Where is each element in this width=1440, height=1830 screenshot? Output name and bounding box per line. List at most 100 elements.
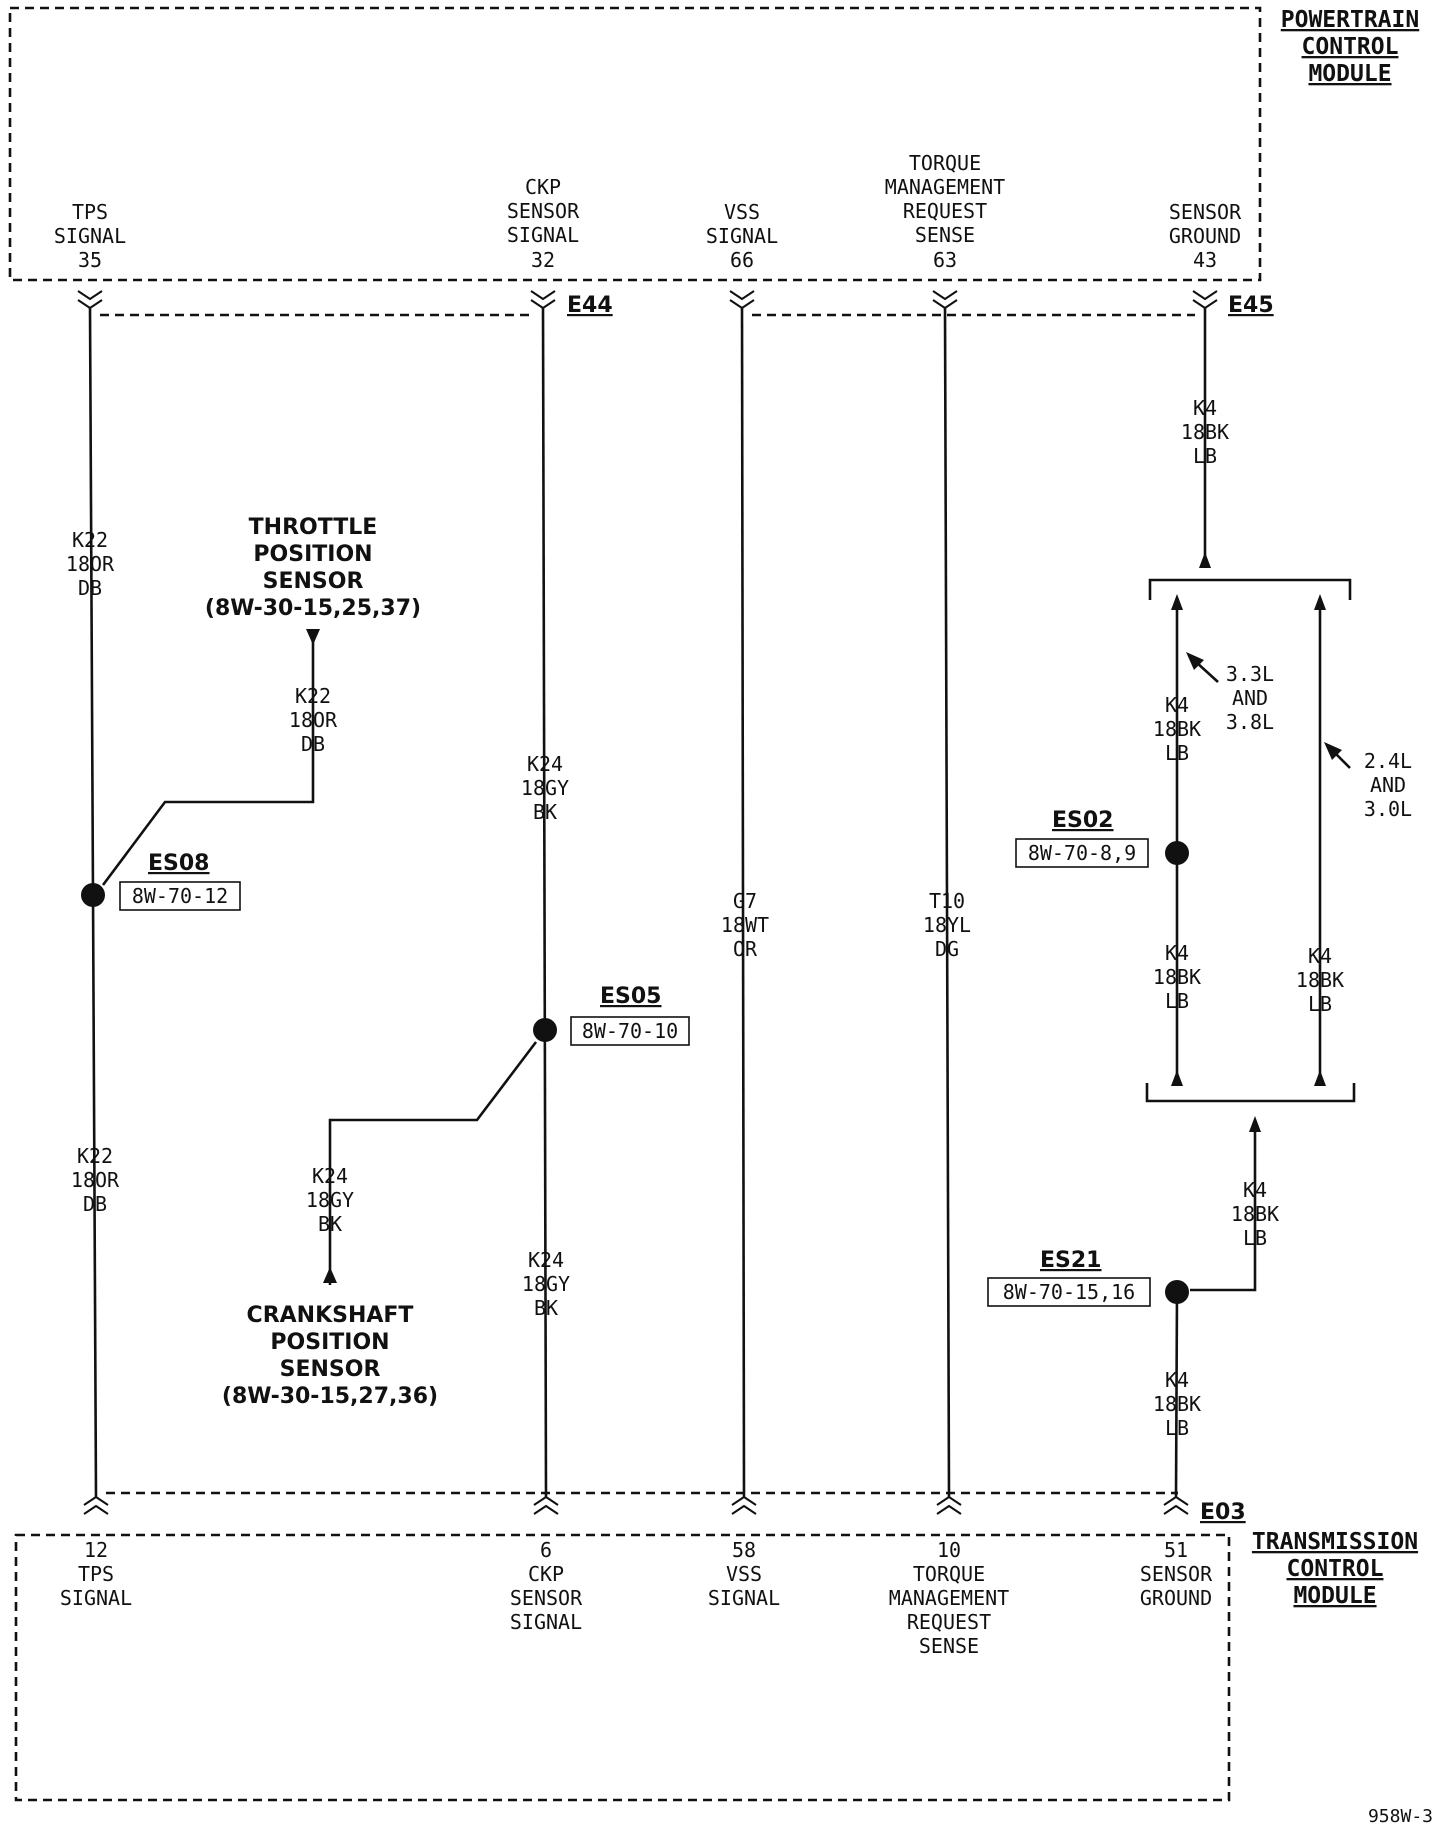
svg-text:63: 63	[933, 248, 957, 272]
svg-text:T10: T10	[929, 889, 965, 913]
svg-text:MODULE: MODULE	[1308, 61, 1391, 87]
wire-k4-mid	[1190, 1125, 1257, 1292]
svg-text:POSITION: POSITION	[253, 542, 372, 567]
tcm-connector-terminals	[83, 1495, 1189, 1515]
svg-text:(8W-30-15,27,36): (8W-30-15,27,36)	[222, 1384, 438, 1409]
svg-text:58: 58	[732, 1538, 756, 1562]
wire-label-k4-left-upper: K4 18BK LB	[1153, 693, 1201, 765]
pcm-pin-vss: VSS SIGNAL 66	[706, 200, 778, 272]
svg-text:MANAGEMENT: MANAGEMENT	[885, 175, 1005, 199]
svg-text:BK: BK	[534, 1296, 558, 1320]
svg-text:SENSE: SENSE	[915, 223, 975, 247]
k4-right-arrow-lower	[1314, 1070, 1326, 1086]
svg-text:18GY: 18GY	[522, 1272, 570, 1296]
svg-text:TPS: TPS	[72, 200, 108, 224]
tcm-box	[14, 1533, 1231, 1802]
svg-text:TRANSMISSION: TRANSMISSION	[1252, 1529, 1418, 1555]
engine-3-3l-pointer	[1195, 661, 1219, 683]
component-throttle-position-sensor: THROTTLE POSITION SENSOR (8W-30-15,25,37…	[205, 515, 421, 621]
wire-label-k22-b: K22 18OR DB	[71, 1144, 120, 1216]
wire-label-k22-tps: K22 18OR DB	[289, 684, 338, 756]
svg-text:LB: LB	[1308, 992, 1332, 1016]
svg-text:51: 51	[1164, 1538, 1188, 1562]
svg-text:SIGNAL: SIGNAL	[54, 224, 126, 248]
svg-text:18BK: 18BK	[1296, 968, 1344, 992]
svg-text:SENSOR: SENSOR	[263, 569, 364, 594]
svg-text:2.4L: 2.4L	[1364, 749, 1412, 773]
svg-text:SIGNAL: SIGNAL	[507, 223, 579, 247]
svg-text:SIGNAL: SIGNAL	[60, 1586, 132, 1610]
svg-text:35: 35	[78, 248, 102, 272]
svg-text:LB: LB	[1165, 989, 1189, 1013]
svg-text:K22: K22	[72, 528, 108, 552]
pcm-pin-ckp: CKP SENSOR SIGNAL 32	[507, 175, 580, 272]
svg-text:SENSOR: SENSOR	[510, 1586, 583, 1610]
svg-text:LB: LB	[1165, 741, 1189, 765]
svg-text:DB: DB	[83, 1192, 107, 1216]
diagram-code: 958W-3	[1368, 1806, 1433, 1827]
svg-text:GROUND: GROUND	[1140, 1586, 1212, 1610]
wire-label-g7: G7 18WT OR	[721, 889, 769, 961]
svg-text:K24: K24	[312, 1164, 348, 1188]
svg-text:MANAGEMENT: MANAGEMENT	[889, 1586, 1009, 1610]
svg-text:18BK: 18BK	[1153, 1392, 1201, 1416]
svg-text:SENSOR: SENSOR	[507, 199, 580, 223]
k4-left-arrow-up	[1171, 594, 1183, 610]
svg-text:3.3L: 3.3L	[1226, 662, 1274, 686]
svg-text:K22: K22	[295, 684, 331, 708]
svg-text:TORQUE: TORQUE	[909, 151, 981, 175]
tcm-pin-vss: 58 VSS SIGNAL	[708, 1538, 780, 1610]
svg-text:POWERTRAIN: POWERTRAIN	[1281, 7, 1419, 33]
splice-es02-name: ES02	[1052, 808, 1114, 833]
splice-es08-name: ES08	[148, 851, 210, 876]
svg-text:THROTTLE: THROTTLE	[249, 515, 378, 540]
pcm-pin-tps: TPS SIGNAL 35	[54, 200, 126, 272]
svg-text:18OR: 18OR	[66, 552, 115, 576]
wire-t10	[943, 307, 951, 1498]
svg-text:CRANKSHAFT: CRANKSHAFT	[247, 1303, 414, 1328]
svg-text:DB: DB	[78, 576, 102, 600]
svg-text:3.8L: 3.8L	[1226, 710, 1274, 734]
svg-text:CONTROL: CONTROL	[1302, 34, 1399, 60]
engine-label-2-4l-3-0l: 2.4L AND 3.0L	[1364, 749, 1412, 821]
svg-text:K4: K4	[1165, 1368, 1189, 1392]
pcm-box	[8, 6, 1262, 282]
wire-g7	[740, 307, 746, 1498]
svg-text:SIGNAL: SIGNAL	[706, 224, 778, 248]
svg-text:18YL: 18YL	[923, 913, 971, 937]
splice-es05-dot	[533, 1018, 557, 1042]
svg-text:12: 12	[84, 1538, 108, 1562]
svg-text:AND: AND	[1232, 686, 1268, 710]
k4-top-arrow	[1199, 552, 1211, 568]
splice-es02-ref-box	[1015, 838, 1149, 868]
splice-es08-ref-box	[119, 881, 241, 911]
splice-es02-dot	[1165, 841, 1189, 865]
tps-arrow	[306, 629, 320, 645]
svg-text:OR: OR	[733, 937, 758, 961]
svg-text:18BK: 18BK	[1153, 717, 1201, 741]
svg-text:BK: BK	[533, 800, 557, 824]
splice-es21-dot	[1165, 1280, 1189, 1304]
svg-text:18WT: 18WT	[721, 913, 769, 937]
svg-text:SENSOR: SENSOR	[1140, 1562, 1213, 1586]
component-crankshaft-position-sensor: CRANKSHAFT POSITION SENSOR (8W-30-15,27,…	[222, 1303, 438, 1409]
wire-k24	[541, 307, 548, 1498]
svg-text:(8W-30-15,25,37): (8W-30-15,25,37)	[205, 596, 421, 621]
svg-text:LB: LB	[1165, 1416, 1189, 1440]
wire-k4-bottom	[1174, 1291, 1179, 1498]
svg-text:18GY: 18GY	[521, 776, 569, 800]
ckp-arrow	[323, 1267, 337, 1283]
connector-e45-label: E45	[1228, 293, 1274, 318]
svg-text:REQUEST: REQUEST	[907, 1610, 991, 1634]
splice-es08-ref: 8W-70-12	[132, 884, 228, 908]
splice-es21-ref: 8W-70-15,16	[1003, 1280, 1135, 1304]
svg-text:SIGNAL: SIGNAL	[708, 1586, 780, 1610]
svg-text:K4: K4	[1308, 944, 1332, 968]
pcm-title: POWERTRAIN CONTROL MODULE	[1281, 7, 1419, 87]
splice-es08-dot	[81, 883, 105, 907]
svg-text:K4: K4	[1165, 941, 1189, 965]
k4-left-arrow-lower	[1171, 1070, 1183, 1086]
bracket-upper	[1148, 578, 1352, 600]
wire-label-t10: T10 18YL DG	[923, 889, 971, 961]
